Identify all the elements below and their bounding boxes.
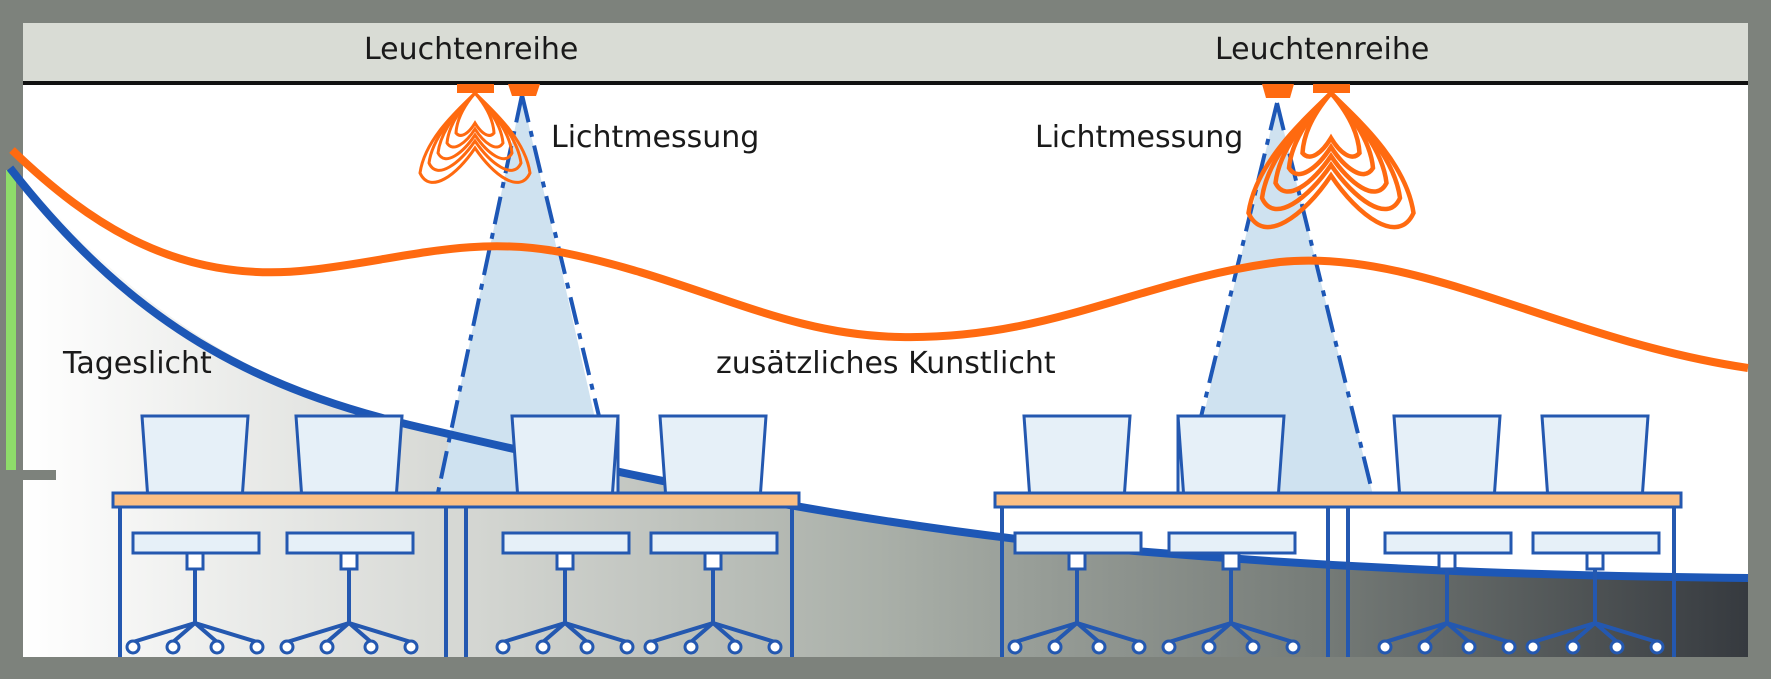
window-lintel — [0, 160, 23, 168]
luminaire-icon — [1313, 84, 1350, 93]
row-label-left: Leuchtenreihe — [364, 32, 578, 67]
daylight-area — [23, 176, 1748, 657]
workstation-left — [111, 414, 801, 657]
row-label-right: Leuchtenreihe — [1215, 32, 1429, 67]
luminaire-icon — [508, 84, 540, 96]
artificial-light-curve — [9, 147, 1749, 372]
measure-label-left: Lichtmessung — [551, 120, 759, 155]
desk-icon — [993, 491, 1683, 509]
luminaire-icon — [1262, 84, 1294, 98]
window-icon — [6, 170, 16, 470]
artificial-light-label: zusätzliches Kunstlicht — [716, 346, 1056, 381]
workstation-right — [993, 414, 1683, 657]
ceiling — [23, 23, 1748, 81]
luminaire-icon — [457, 84, 494, 93]
window-sill — [0, 470, 56, 480]
daylight-label: Tageslicht — [62, 346, 212, 381]
luminaire-left — [418, 84, 540, 184]
measure-label-right: Lichtmessung — [1035, 120, 1243, 155]
luminaire-right — [1249, 84, 1414, 227]
desk-icon — [111, 491, 801, 509]
